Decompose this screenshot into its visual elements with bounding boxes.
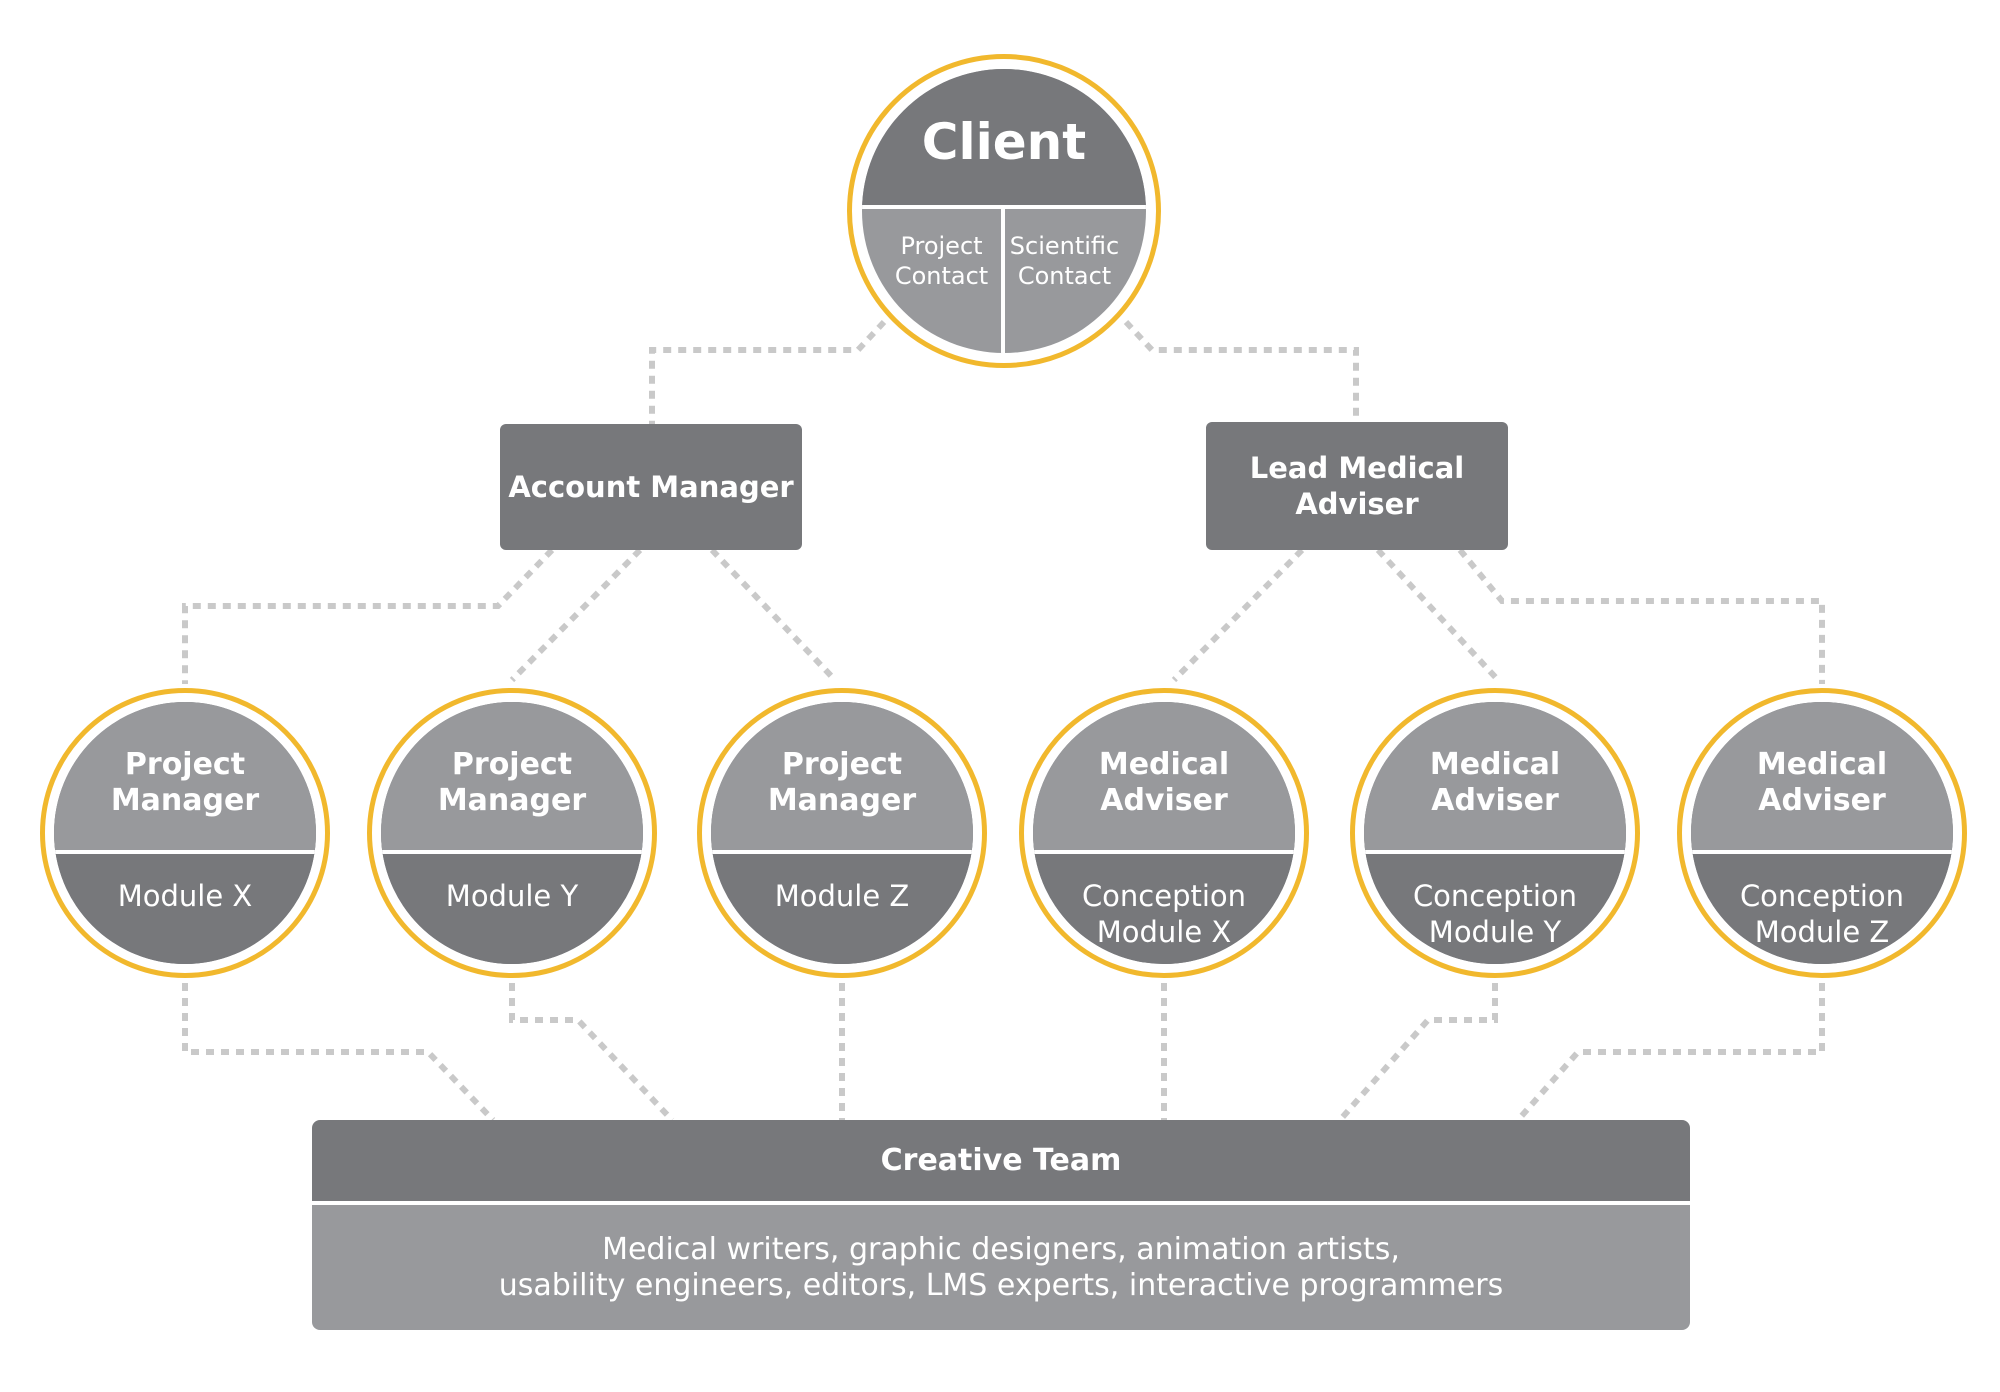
project-contact-line-1: Project <box>900 232 983 260</box>
scope-line-1: Conception <box>1081 879 1247 913</box>
circle-divider <box>54 850 316 854</box>
scope-line-1: Module Z <box>774 879 910 913</box>
project-contact: Project Contact <box>862 209 1001 353</box>
scope-line-2: Module Y <box>1428 915 1562 949</box>
scope-label: Module Z <box>711 854 973 964</box>
account-manager-box: Account Manager <box>500 424 802 550</box>
role-line-2: Adviser <box>1431 783 1559 818</box>
project-manager-module-x: Project Manager Module X <box>40 688 330 978</box>
scope-label: Module Y <box>381 854 643 964</box>
connector-client-account-manager <box>649 319 887 424</box>
role-label: Project Manager <box>711 702 973 850</box>
creative-team-description-line-1: Medical writers, graphic designers, anim… <box>602 1231 1400 1267</box>
client-divider <box>862 205 1146 209</box>
scientific-contact-line-2: Contact <box>1017 262 1112 290</box>
scope-line-1: Module Y <box>445 879 579 913</box>
project-manager-module-z: Project Manager Module Z <box>697 688 987 978</box>
role-label: Project Manager <box>54 702 316 850</box>
role-label: Medical Adviser <box>1691 702 1953 850</box>
role-label: Medical Adviser <box>1033 702 1295 850</box>
client-title: Client <box>862 69 1146 205</box>
connector-pm-y-creative <box>509 983 675 1123</box>
scope-label: Module X <box>54 854 316 964</box>
creative-team-description: Medical writers, graphic designers, anim… <box>312 1205 1690 1330</box>
role-line-2: Manager <box>437 783 587 818</box>
circle-divider <box>711 850 973 854</box>
scope-line-1: Module X <box>117 879 253 913</box>
role-line-1: Project <box>124 747 246 782</box>
role-line-1: Project <box>451 747 573 782</box>
scientific-contact: Scientific Contact <box>1005 209 1144 353</box>
project-contact-line-2: Contact <box>894 262 989 290</box>
scope-line-1: Conception <box>1412 879 1578 913</box>
connector-pm-x-creative <box>182 983 496 1123</box>
account-manager-label: Account Manager <box>508 470 794 504</box>
creative-team-description-line-2: usability engineers, editors, LMS expert… <box>498 1267 1504 1303</box>
connector-lma-ma-y <box>1375 547 1501 683</box>
lead-medical-adviser-box: Lead Medical Adviser <box>1206 422 1508 550</box>
connector-client-lead-medical-adviser <box>1123 319 1359 424</box>
circle-divider <box>1033 850 1295 854</box>
role-label: Project Manager <box>381 702 643 850</box>
role-line-2: Adviser <box>1100 783 1228 818</box>
connector-ma-y-creative <box>1337 983 1498 1122</box>
scope-line-1: Conception <box>1739 879 1905 913</box>
circle-divider <box>381 850 643 854</box>
creative-team-divider <box>312 1201 1690 1205</box>
client-node: Client Project Contact Scientific Contac… <box>847 54 1161 368</box>
scope-line-2: Module X <box>1096 915 1232 949</box>
connector-ma-z-creative <box>1515 983 1825 1122</box>
medical-adviser-conception-module-y: Medical Adviser Conception Module Y <box>1350 688 1640 978</box>
role-label: Medical Adviser <box>1364 702 1626 850</box>
circle-divider <box>1691 850 1953 854</box>
role-line-1: Medical <box>1098 747 1230 782</box>
connector-am-pm-y <box>509 547 643 683</box>
client-split <box>1001 209 1005 353</box>
role-line-2: Adviser <box>1758 783 1886 818</box>
connector-am-pm-x <box>182 547 555 684</box>
connector-lma-ma-z <box>1457 548 1825 684</box>
role-line-1: Medical <box>1756 747 1888 782</box>
medical-adviser-conception-module-x: Medical Adviser Conception Module X <box>1019 688 1309 978</box>
scope-label: Conception Module Y <box>1364 854 1626 964</box>
scope-label: Conception Module Z <box>1691 854 1953 964</box>
creative-team-box: Creative Team Medical writers, graphic d… <box>312 1120 1690 1330</box>
role-line-2: Manager <box>110 783 260 818</box>
role-line-1: Project <box>781 747 903 782</box>
creative-team-title: Creative Team <box>312 1120 1690 1201</box>
scope-line-2: Module Z <box>1754 915 1890 949</box>
lead-medical-adviser-line-1: Lead Medical <box>1249 451 1465 485</box>
role-line-2: Manager <box>767 783 917 818</box>
lead-medical-adviser-line-2: Adviser <box>1295 487 1419 521</box>
role-line-1: Medical <box>1429 747 1561 782</box>
connector-am-pm-z <box>709 547 838 683</box>
project-manager-module-y: Project Manager Module Y <box>367 688 657 978</box>
connector-lma-ma-x <box>1171 547 1305 683</box>
client-inner: Client Project Contact Scientific Contac… <box>862 69 1146 353</box>
scope-label: Conception Module X <box>1033 854 1295 964</box>
scientific-contact-line-1: Scientific <box>1009 232 1120 260</box>
circle-divider <box>1364 850 1626 854</box>
medical-adviser-conception-module-z: Medical Adviser Conception Module Z <box>1677 688 1967 978</box>
